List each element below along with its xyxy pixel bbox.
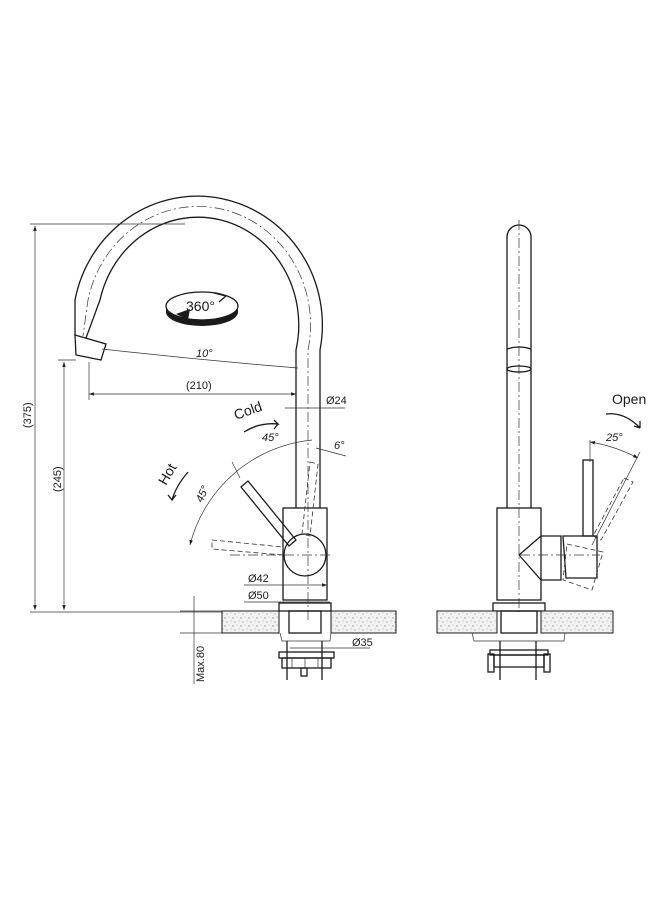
reach-label: (210) bbox=[186, 380, 212, 392]
max-thickness-label: Max.80 bbox=[195, 646, 207, 682]
spout-height-label: (245) bbox=[52, 466, 64, 492]
front-view: 360° 10° (210) Ø24 Cold Hot 45° 45° 6° bbox=[22, 195, 397, 684]
rotation-label: 360° bbox=[186, 298, 215, 314]
spout bbox=[74, 195, 323, 620]
body-outer-diameter-label: Ø50 bbox=[248, 590, 269, 602]
tilt-angle-label: 6° bbox=[334, 440, 345, 452]
open-label: Open bbox=[612, 391, 646, 407]
body-inner-diameter-label: Ø42 bbox=[248, 573, 269, 585]
countertop bbox=[221, 610, 280, 634]
shank-diameter-label: Ø35 bbox=[352, 637, 373, 649]
open-angle-label: 25° bbox=[605, 432, 623, 444]
cold-label: Cold bbox=[232, 398, 265, 423]
total-height-label: (375) bbox=[22, 402, 34, 428]
mounting-hardware bbox=[278, 641, 335, 680]
rotation-360-icon: 360° bbox=[165, 291, 239, 326]
hot-label: Hot bbox=[155, 461, 180, 488]
faucet-body bbox=[211, 461, 330, 601]
spout-diameter-label: Ø24 bbox=[326, 395, 347, 407]
spout-angle-label: 10° bbox=[196, 348, 213, 360]
cold-angle-label: 45° bbox=[262, 432, 279, 444]
side-view: 25° Open bbox=[436, 220, 646, 680]
